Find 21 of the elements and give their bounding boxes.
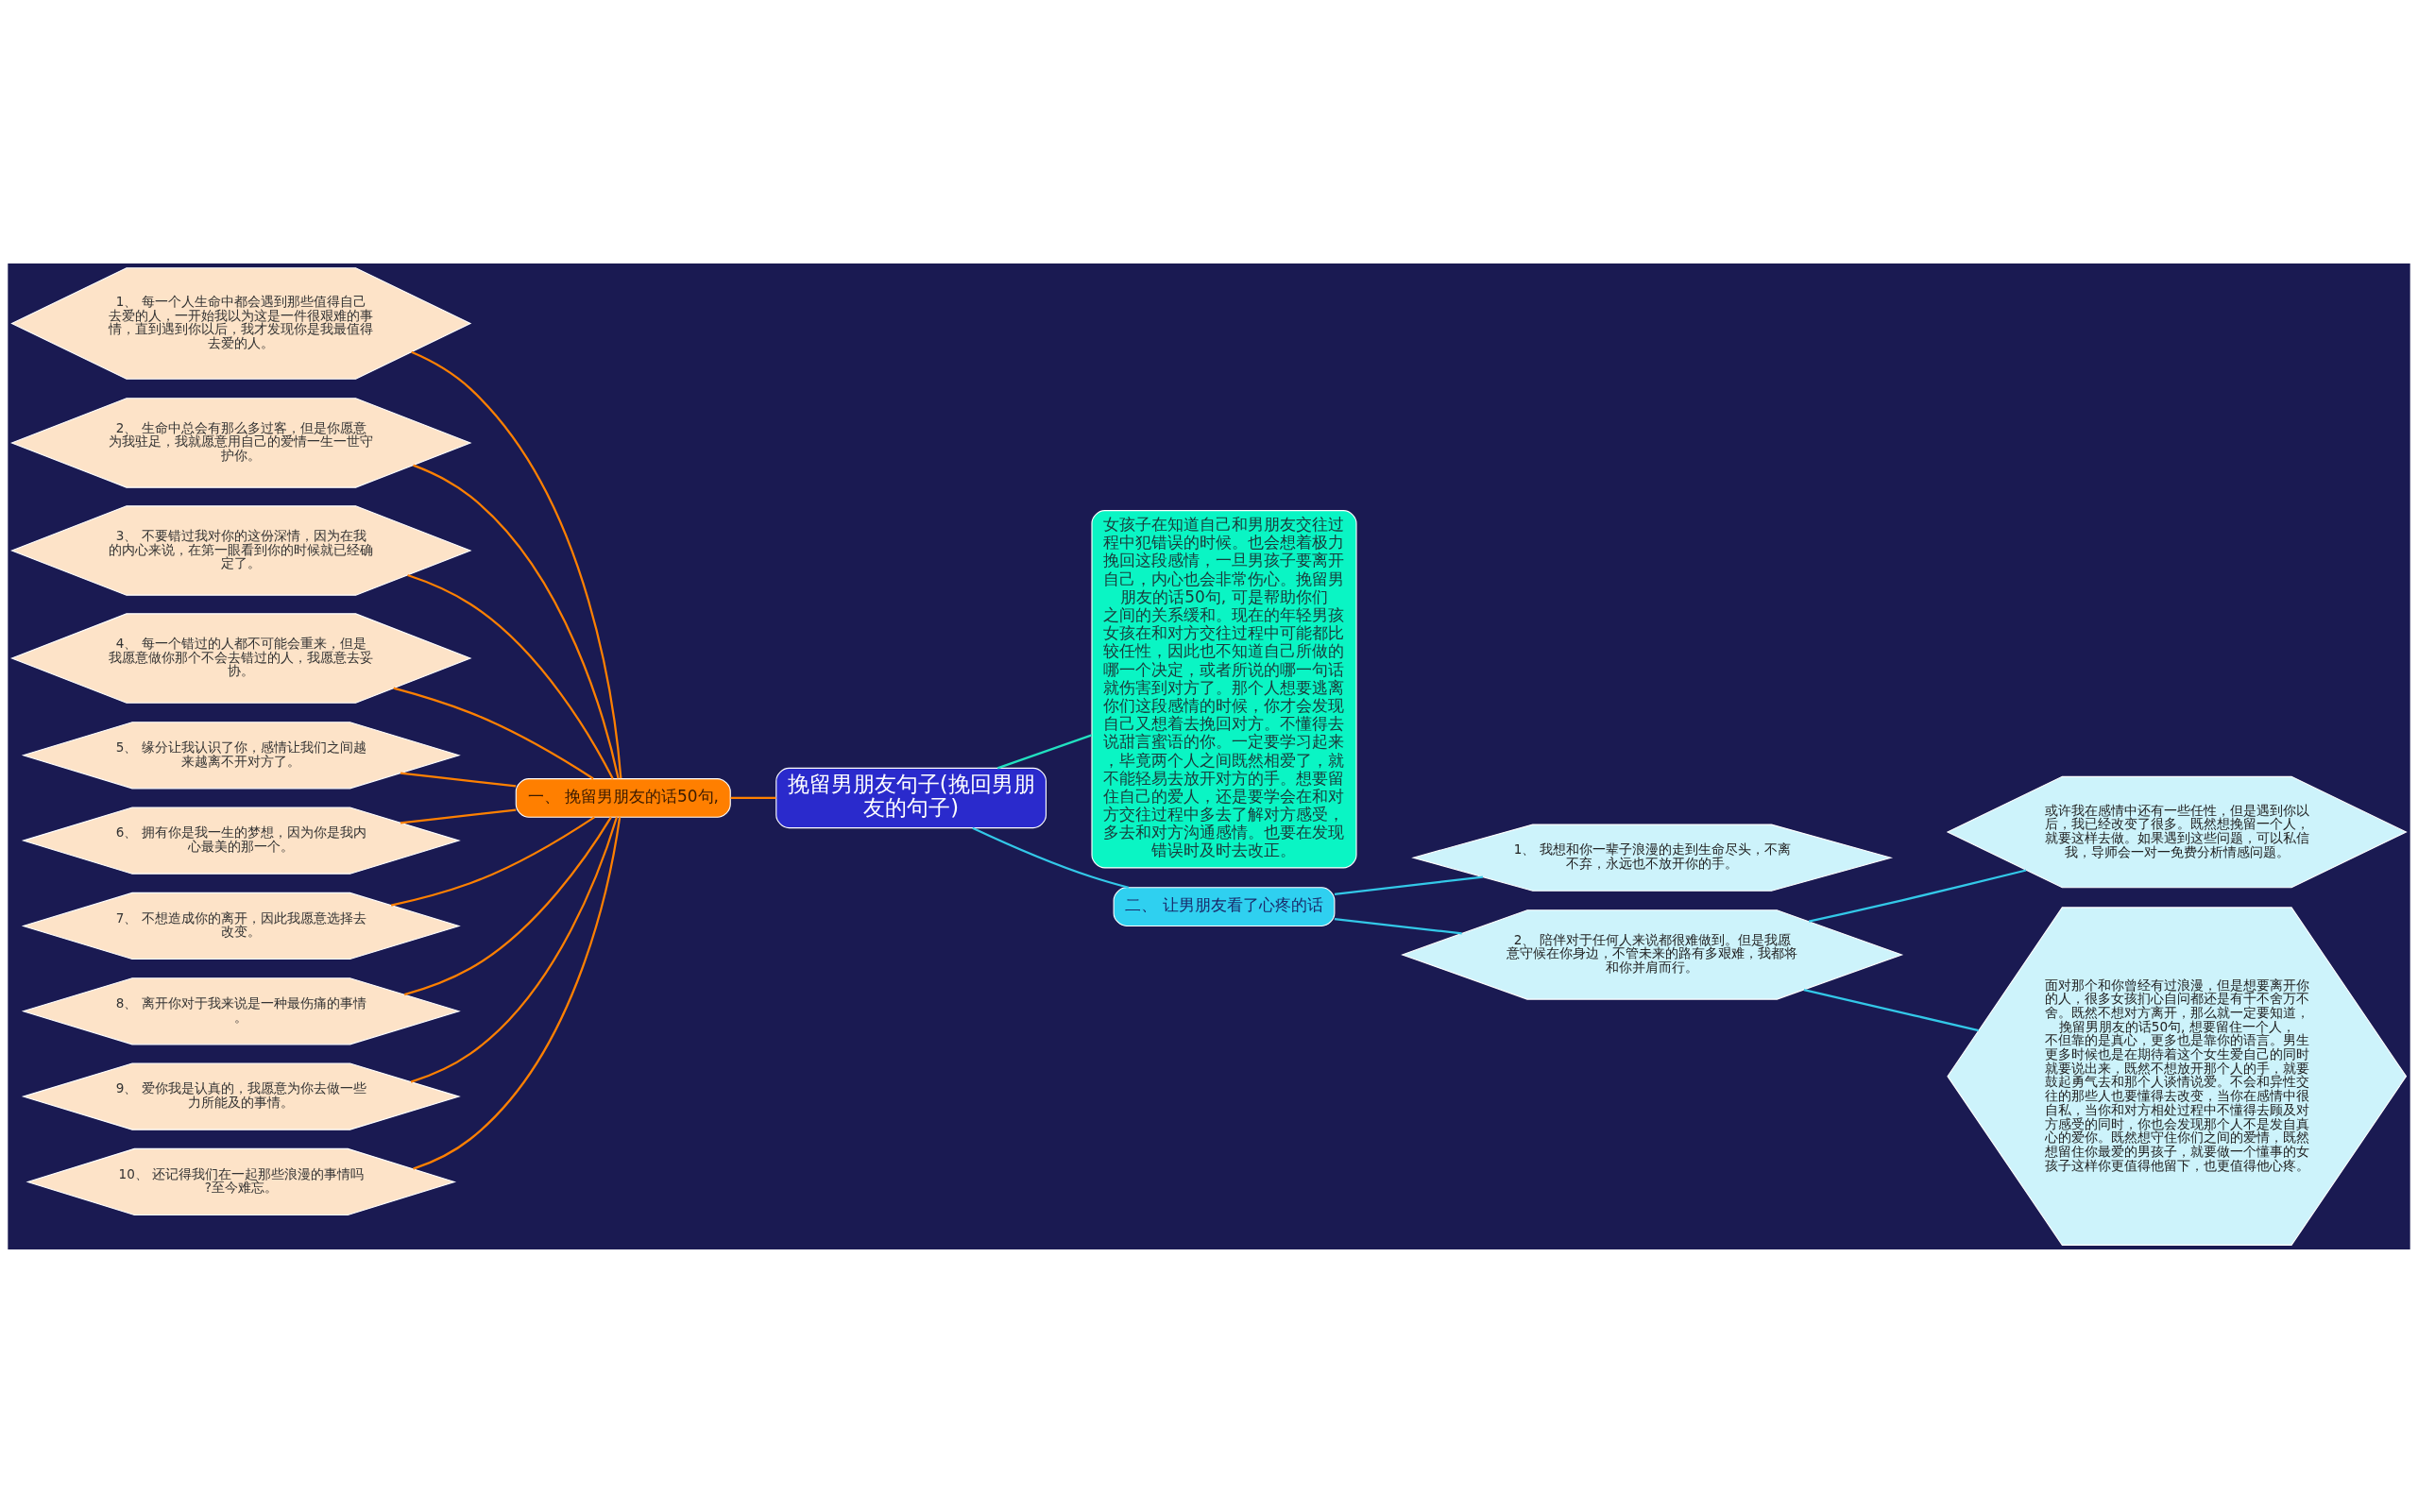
connector: [390, 815, 595, 907]
connector: [407, 573, 614, 779]
connector: [1803, 988, 1979, 1031]
connector: [1808, 868, 2027, 923]
node-box: 一、 挽留男朋友的话50句,: [515, 777, 731, 818]
connector: [403, 816, 612, 995]
connector: [730, 796, 776, 799]
connector: [972, 826, 1130, 889]
node-box: 挽留男朋友句子(挽回男朋友的句子): [775, 767, 1047, 828]
connector: [1334, 917, 1462, 934]
connector: [400, 807, 517, 824]
connector: [400, 772, 517, 787]
node-box: 二、 让男朋友看了心疼的话: [1113, 886, 1336, 926]
connector: [1334, 875, 1484, 895]
connector: [393, 687, 594, 779]
connector: [996, 733, 1093, 769]
connector: [413, 816, 622, 1170]
connector: [411, 350, 622, 778]
connector: [413, 464, 620, 779]
node-box: 女孩子在知道自己和男朋友交往过程中犯错误的时候。也会想着极力挽回这段感情，一旦男孩子要离开自己，内心也会非常伤心。挽留男朋友的话50句, 可是帮助你们之间的关系缓和。现在的年轻男孩女孩在和对方交往过程中可能都比较任性，因此也不知道自己所做的哪一个决定，或者所说的哪一句话就伤害到对方了。那个人想要逃离你们这段感情的时候，你才会发现自己又想着去挽回对方。不懂得去说甜言蜜语的你。一定要学习起来，毕竟两个人之间既然相爱了，就不能轻易去放开对方的手。想要留住自己的爱人，还是要学会在和对方交往过程中多去了解对方感受，多去和对方沟通感情。也要在发现错误时及时去改正。: [1091, 509, 1357, 868]
connector: [410, 816, 619, 1083]
